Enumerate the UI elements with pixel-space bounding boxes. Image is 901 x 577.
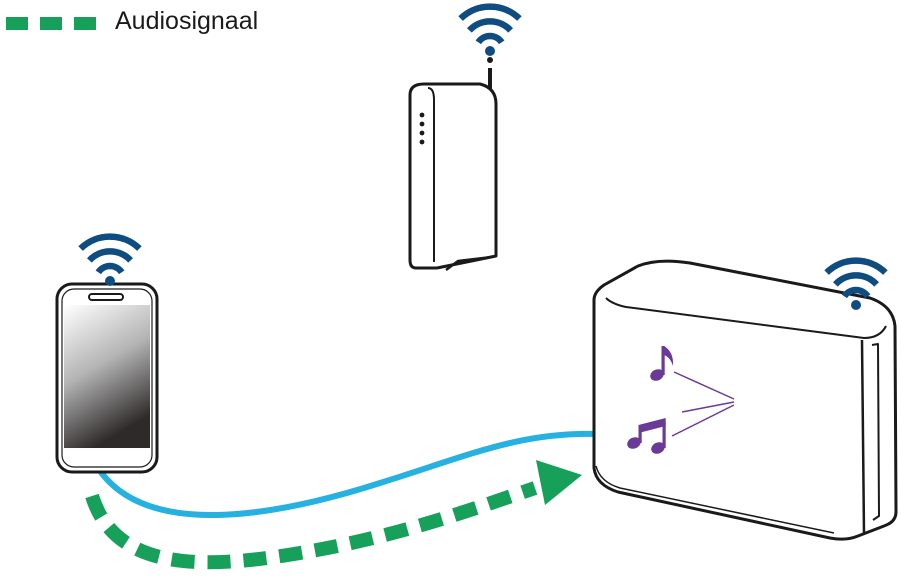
music-note-icon [650,346,674,381]
sound-lines [671,371,735,437]
music-note-icon [627,418,666,454]
speaker-icon [592,259,898,541]
router-icon [408,57,498,271]
audio-signal-path [85,481,538,570]
legend-label: Audiosignaal [115,7,259,35]
wifi-icon [458,3,522,56]
wifi-icon [824,257,888,310]
wifi-icon [78,233,142,286]
network-cable [97,430,599,518]
smartphone-icon [55,282,159,474]
legend-swatch [6,17,96,30]
audio-signal-arrowhead [536,460,582,505]
